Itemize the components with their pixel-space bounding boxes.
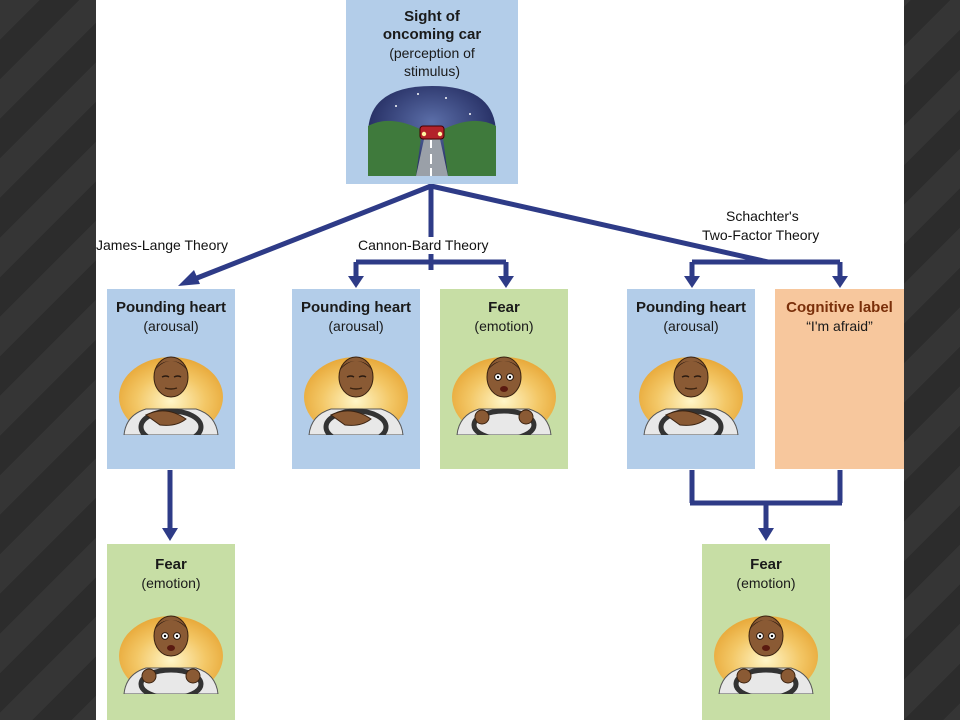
- stimulus-box: Sight of oncoming car (perception of sti…: [346, 0, 518, 184]
- cannon-bard-theory-label: Cannon-Bard Theory: [358, 237, 489, 254]
- calm-driver-illustration: [636, 345, 746, 435]
- cognitive-label-box: Cognitive label “I'm afraid”: [775, 289, 904, 469]
- arousal-subtitle: (arousal): [328, 318, 384, 334]
- schachter-fear-box: Fear (emotion): [702, 544, 830, 720]
- schachter-theory-label-line2: Two-Factor Theory: [702, 227, 820, 243]
- cognitive-label-quote: “I'm afraid”: [806, 318, 873, 334]
- arousal-title: Pounding heart: [301, 299, 411, 316]
- james-lange-theory-label: James-Lange Theory: [96, 237, 229, 254]
- fear-title: Fear: [155, 556, 187, 573]
- fear-title: Fear: [488, 299, 520, 316]
- fear-subtitle: (emotion): [736, 575, 796, 591]
- james-lange-fear-box: Fear (emotion): [107, 544, 235, 720]
- scared-driver-illustration: [711, 604, 821, 694]
- fear-subtitle: (emotion): [474, 318, 534, 334]
- arousal-title: Pounding heart: [636, 299, 746, 316]
- cannon-bard-fear-box: Fear (emotion): [440, 289, 568, 469]
- stimulus-title: Sight of oncoming car: [382, 8, 482, 43]
- arousal-subtitle: (arousal): [143, 318, 199, 334]
- schachter-theory-label-line1: Schachter's: [726, 208, 799, 224]
- stimulus-subtitle: (perception of stimulus): [389, 45, 475, 79]
- road-car-illustration: [368, 86, 496, 176]
- calm-driver-illustration: [301, 345, 411, 435]
- cognitive-label-title: Cognitive label: [786, 299, 893, 316]
- scared-driver-illustration: [449, 345, 559, 435]
- arousal-subtitle: (arousal): [663, 318, 719, 334]
- scared-driver-illustration: [116, 604, 226, 694]
- fear-subtitle: (emotion): [141, 575, 201, 591]
- fear-title: Fear: [750, 556, 782, 573]
- schachter-arousal-box: Pounding heart (arousal): [627, 289, 755, 469]
- calm-driver-illustration: [116, 345, 226, 435]
- james-lange-arousal-box: Pounding heart (arousal): [107, 289, 235, 469]
- cannon-bard-arousal-box: Pounding heart (arousal): [292, 289, 420, 469]
- arousal-title: Pounding heart: [116, 299, 226, 316]
